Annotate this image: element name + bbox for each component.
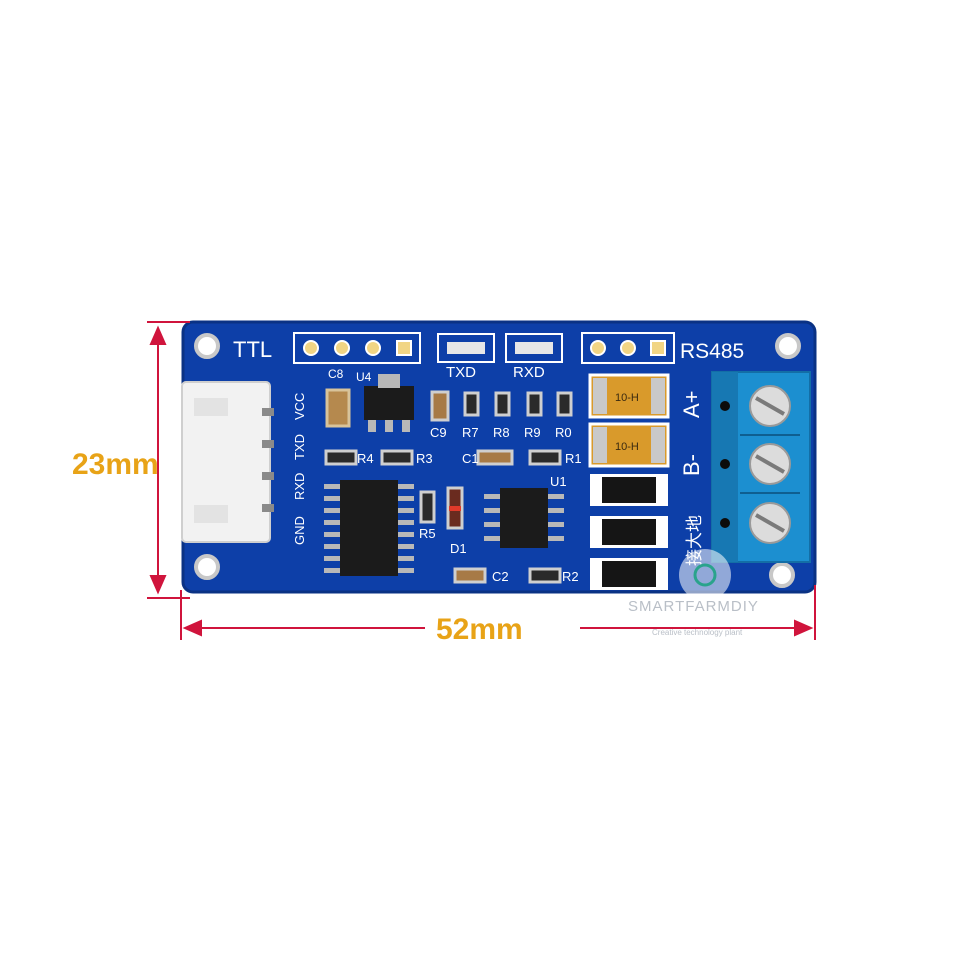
tvs-diode-2-body xyxy=(602,519,656,545)
led-rxd-label: RXD xyxy=(513,364,545,381)
fuse-2-end xyxy=(651,427,665,463)
watermark-tagline: Creative technology plant xyxy=(652,628,743,637)
label-r9: R9 xyxy=(524,425,541,440)
diode-d1-band xyxy=(449,506,461,511)
fuse-1-end xyxy=(651,378,665,414)
ttl-connector-pin xyxy=(262,408,274,416)
tvs-diode-3-body xyxy=(602,561,656,587)
header-pad xyxy=(620,340,636,356)
screw-slot xyxy=(755,396,785,416)
regulator-tab xyxy=(378,374,400,388)
ttl-header-outline xyxy=(293,332,421,364)
screw-slot xyxy=(755,454,785,474)
label-r5: R5 xyxy=(419,526,436,541)
terminal-label-b-minus: B- xyxy=(679,454,704,476)
header-pad xyxy=(334,340,350,356)
ttl-connector-housing xyxy=(181,381,271,543)
label-u4: U4 xyxy=(356,370,372,384)
led-rxd xyxy=(515,342,553,354)
header-pad-square xyxy=(396,340,412,356)
pin-label-gnd: GND xyxy=(292,516,307,545)
label-r0: R0 xyxy=(555,425,572,440)
ttl-connector-slot xyxy=(194,505,228,523)
fuse-1-end xyxy=(593,378,607,414)
fuse-2-marking: 10-H xyxy=(615,441,639,453)
resistor-r5 xyxy=(419,490,436,524)
led-txd-label: TXD xyxy=(446,364,476,381)
dimension-width-line xyxy=(180,585,816,640)
header-rs485-label: RS485 xyxy=(680,340,744,363)
label-c2: C2 xyxy=(492,569,509,584)
ic-left-pins xyxy=(324,484,414,573)
label-r1: R1 xyxy=(565,451,582,466)
ic-left xyxy=(340,480,398,576)
capacitor-c9 xyxy=(430,390,450,422)
label-d1: D1 xyxy=(450,541,467,556)
watermark-logo-icon xyxy=(679,549,731,601)
label-c9: C9 xyxy=(430,425,447,440)
dimension-height-line xyxy=(147,321,190,599)
terminal-hole xyxy=(720,518,730,528)
label-r4: R4 xyxy=(357,451,374,466)
resistor-r8 xyxy=(494,391,511,417)
resistor-r2 xyxy=(528,567,562,584)
resistor-r0 xyxy=(556,391,573,417)
terminal-label-a-plus: A+ xyxy=(679,390,704,418)
watermark-flake-icon xyxy=(693,563,717,587)
resistor-r3 xyxy=(380,449,414,466)
led-txd xyxy=(447,342,485,354)
label-c1: C1 xyxy=(462,451,479,466)
pin-label-txd: TXD xyxy=(292,434,307,460)
terminal-hole xyxy=(720,401,730,411)
resistor-r7 xyxy=(463,391,480,417)
header-ttl-label: TTL xyxy=(233,337,272,362)
pin-label-vcc: VCC xyxy=(292,393,307,420)
ic-u1 xyxy=(500,488,548,548)
ttl-connector-pin xyxy=(262,440,274,448)
fuse-2-end xyxy=(593,427,607,463)
mounting-hole xyxy=(775,333,801,359)
label-u1: U1 xyxy=(550,474,567,489)
mounting-hole xyxy=(194,554,220,580)
regulator-leg xyxy=(402,420,410,432)
header-pad xyxy=(365,340,381,356)
header-pad-square xyxy=(650,340,666,356)
label-r2: R2 xyxy=(562,569,579,584)
ic-u1-pins xyxy=(484,494,564,541)
watermark-brand: SMARTFARMDIY xyxy=(628,598,759,615)
resistor-r9 xyxy=(526,391,543,417)
resistor-r1 xyxy=(528,449,562,466)
ttl-connector-pin xyxy=(262,472,274,480)
regulator-u4 xyxy=(364,386,414,420)
rs485-header-outline xyxy=(581,332,675,364)
led-txd-outline xyxy=(437,333,495,363)
pin-label-rxd: RXD xyxy=(292,473,307,500)
regulator-leg xyxy=(368,420,376,432)
label-r8: R8 xyxy=(493,425,510,440)
led-rxd-outline xyxy=(505,333,563,363)
capacitor-c2 xyxy=(453,567,487,584)
screw-slot xyxy=(755,513,785,533)
terminal-hole xyxy=(720,459,730,469)
mounting-hole xyxy=(194,333,220,359)
capacitor-c8 xyxy=(325,388,351,428)
label-r3: R3 xyxy=(416,451,433,466)
ttl-connector-slot xyxy=(194,398,228,416)
mounting-hole xyxy=(769,562,795,588)
fuse-1-marking: 10-H xyxy=(615,392,639,404)
regulator-leg xyxy=(385,420,393,432)
dimension-width-label: 52mm xyxy=(436,613,523,646)
label-c8: C8 xyxy=(328,367,344,381)
capacitor-c1 xyxy=(476,449,514,466)
tvs-diode-1-body xyxy=(602,477,656,503)
header-pad xyxy=(590,340,606,356)
label-r7: R7 xyxy=(462,425,479,440)
ttl-connector-pin xyxy=(262,504,274,512)
dimension-height-label: 23mm xyxy=(72,448,159,481)
header-pad xyxy=(303,340,319,356)
resistor-r4 xyxy=(324,449,358,466)
